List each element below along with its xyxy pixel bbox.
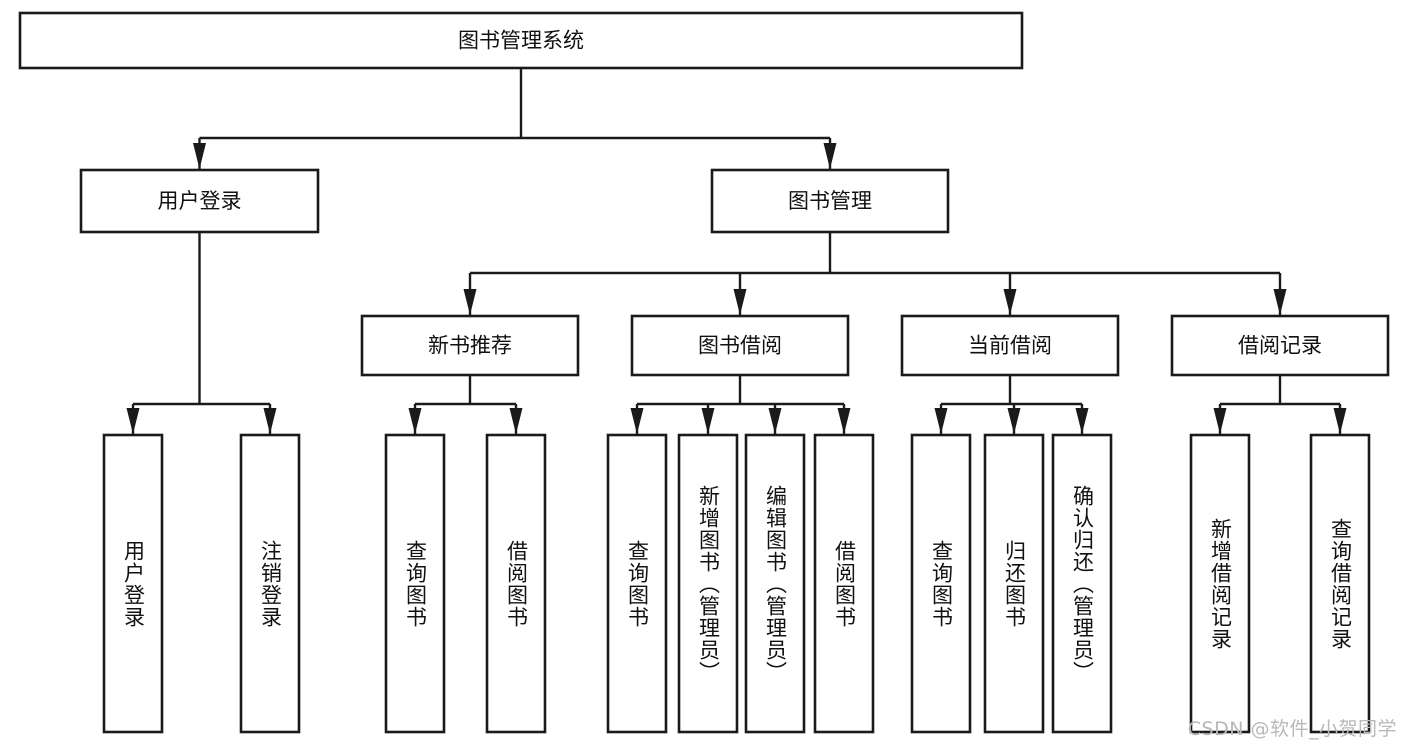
watermark-text: CSDN @软件_小贺同学 [1187,718,1397,740]
conn-currentborrow-arrow-2 [1075,408,1089,434]
label-new-book-rec: 新书推荐 [428,334,512,358]
conn-bookborrow-arrow-2 [768,408,782,434]
conn-root-arrow-0 [193,143,206,169]
label-user-login: 用户登录 [158,189,242,213]
node-new-book-rec[interactable] [360,314,580,377]
node-leaf-query-book-rec[interactable] [384,433,446,734]
connector-layer [126,68,1347,434]
node-leaf-borrow-book-rec[interactable] [485,433,547,734]
conn-bookmanage-arrow-2 [1003,289,1017,315]
conn-bookmanage-arrow-1 [733,289,747,315]
conn-bookmanage-arrow-0 [463,289,477,315]
conn-borrowrecord-arrow-1 [1333,408,1347,434]
node-user-login[interactable] [79,168,320,234]
node-leaf-add-book[interactable] [677,433,739,734]
conn-bookborrow-arrow-0 [630,408,644,434]
label-root: 图书管理系统 [458,29,584,53]
conn-currentborrow-arrow-0 [934,408,948,434]
node-leaf-query-record[interactable] [1309,433,1371,734]
node-book-manage[interactable] [710,168,950,234]
label-book-manage: 图书管理 [788,189,872,213]
node-leaf-return-book[interactable] [983,433,1045,734]
node-leaf-logout[interactable] [239,433,301,734]
conn-userlogin-arrow-0 [126,408,140,434]
node-leaf-query-book-borrow[interactable] [606,433,668,734]
conn-borrowrecord-arrow-0 [1213,408,1227,434]
node-current-borrow[interactable] [900,314,1120,377]
conn-root-arrow-1 [823,143,837,169]
node-layer [18,11,1390,734]
label-current-borrow: 当前借阅 [968,334,1052,358]
conn-newbookrec-arrow-0 [408,408,422,434]
node-leaf-edit-book[interactable] [744,433,806,734]
node-leaf-add-record[interactable] [1189,433,1251,734]
conn-userlogin-arrow-1 [263,408,277,434]
node-leaf-borrow-book[interactable] [813,433,875,734]
conn-bookmanage-arrow-3 [1273,289,1287,315]
node-leaf-user-login[interactable] [102,433,164,734]
node-leaf-confirm-return[interactable] [1051,433,1113,734]
conn-bookborrow-arrow-3 [837,408,851,434]
label-borrow-record: 借阅记录 [1238,334,1322,358]
node-book-borrow[interactable] [630,314,850,377]
conn-currentborrow-arrow-1 [1007,408,1021,434]
node-borrow-record[interactable] [1170,314,1390,377]
conn-newbookrec-arrow-1 [509,408,523,434]
node-leaf-query-book-cur[interactable] [910,433,972,734]
label-book-borrow: 图书借阅 [698,334,782,358]
node-root[interactable] [18,11,1024,70]
conn-bookborrow-arrow-1 [701,408,715,434]
